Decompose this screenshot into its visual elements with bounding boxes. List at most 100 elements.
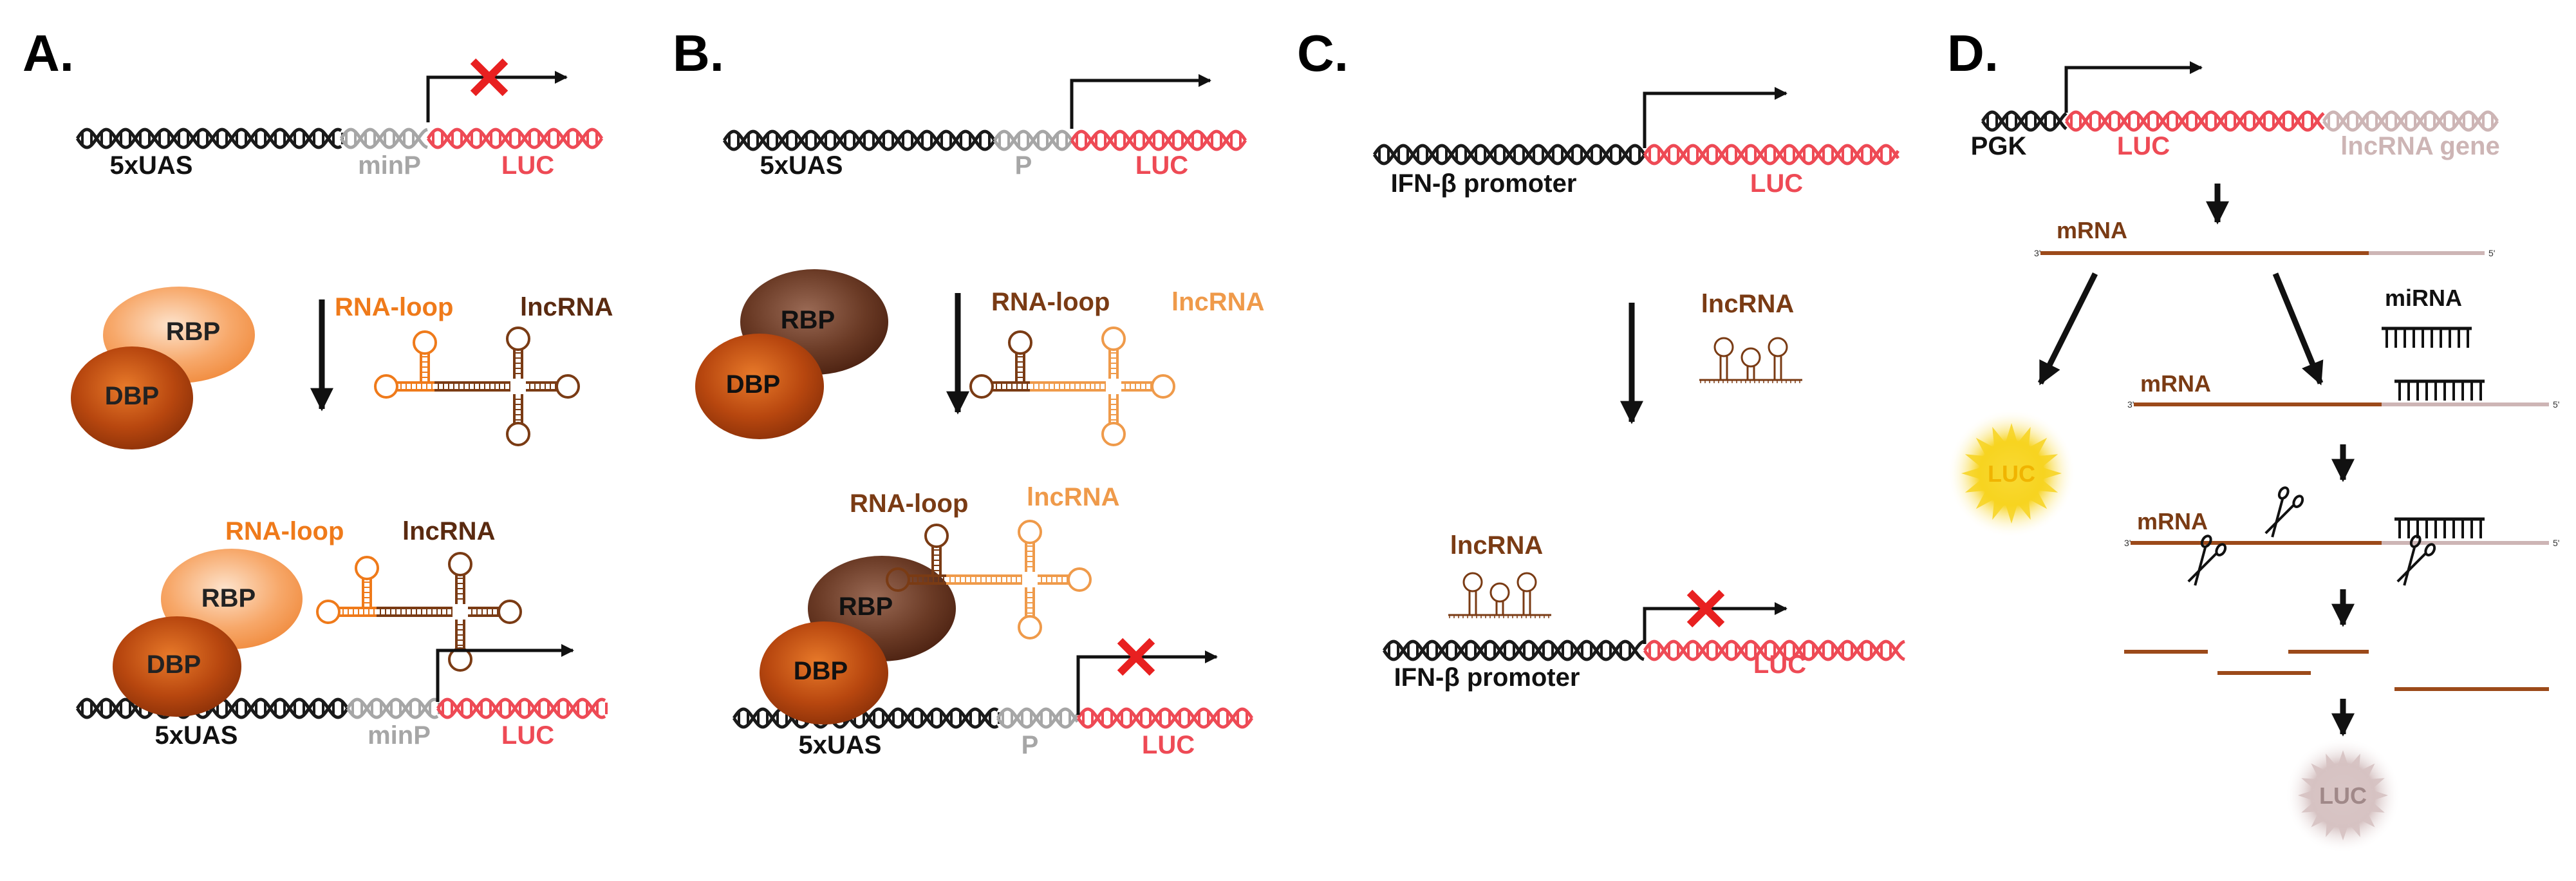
rna-loop-lncrna-icon [969, 327, 1175, 446]
transcription-arrow-icon [1076, 650, 1218, 715]
dna-5xuas [722, 129, 996, 151]
label-rna-loop: RNA-loop [335, 293, 453, 321]
label-mirna: miRNA [2385, 285, 2462, 311]
dna-luc [1643, 639, 1905, 661]
dbp-shape [113, 616, 241, 717]
dna-p [996, 707, 1079, 729]
label-pgk: PGK [1971, 132, 2027, 160]
label-lncrna: lncRNA [520, 293, 613, 321]
label-minp: minP [358, 151, 421, 180]
dna-luc [1076, 707, 1254, 729]
label-mrna: mRNA [2140, 370, 2211, 397]
label-rbp: RBP [839, 592, 893, 621]
blocked-x-icon [1686, 589, 1725, 628]
luc-glow-on-icon: LUC [1947, 409, 2076, 538]
label-5xuas: 5xUAS [110, 151, 193, 180]
label-luc: LUC [2117, 132, 2170, 160]
scissors-icon [2187, 535, 2227, 586]
end-label-3: 3' [2124, 538, 2131, 548]
dna-luc [426, 128, 604, 149]
end-label-5: 5' [2488, 248, 2495, 258]
label-lncrna: lncRNA [1701, 290, 1794, 318]
dna-luc [1070, 129, 1247, 151]
dna-luc [1643, 144, 1900, 166]
dna-ifn-promoter [1372, 144, 1647, 166]
label-dbp: DBP [726, 370, 780, 399]
scissors-icon [2396, 535, 2436, 586]
label-lncrna: lncRNA [402, 517, 495, 545]
label-mrna: mRNA [2137, 508, 2208, 535]
svg-text:LUC: LUC [2319, 782, 2367, 809]
label-rbp: RBP [166, 317, 220, 346]
label-rna-loop: RNA-loop [850, 489, 968, 518]
dna-layer [75, 110, 2499, 729]
dna-minp [339, 128, 428, 149]
mirna-bound-icon [2394, 379, 2485, 401]
lncrna-icon [1448, 572, 1551, 618]
label-5xuas: 5xUAS [155, 721, 238, 750]
end-label-5: 5' [2553, 538, 2559, 548]
label-dbp: DBP [105, 382, 159, 410]
svg-text:LUC: LUC [1988, 460, 2035, 487]
panel-b: 5xUAS P LUC RBP DBP RNA-loop lncRNA RBP … [695, 74, 1264, 759]
label-lncrna: lncRNA [1027, 483, 1119, 511]
panel-d: PGK LUC lncRNA gene mRNA 3' 5' miRNA LUC… [1947, 61, 2559, 853]
label-5xuas: 5xUAS [760, 151, 843, 180]
diagonal-arrow-icon [2272, 272, 2324, 386]
transcription-arrow-icon [2064, 61, 2203, 113]
panel-c: IFN-β promoter LUC lncRNA lncRNA IFN-β p… [1391, 87, 1806, 692]
label-luc: LUC [1135, 151, 1188, 180]
dbp-shape [71, 346, 193, 450]
dna-p [993, 129, 1074, 151]
label-luc: LUC [1753, 650, 1806, 679]
dbp-shape [760, 621, 888, 725]
label-minp: minP [368, 721, 431, 750]
dna-5xuas [732, 707, 1000, 729]
label-luc: LUC [1750, 169, 1803, 198]
dbp-shape [695, 334, 824, 439]
label-lncrna: lncRNA [1450, 531, 1543, 560]
label-luc: LUC [501, 151, 554, 180]
end-label-3: 3' [2127, 399, 2134, 410]
label-luc: LUC [501, 721, 554, 750]
dna-ifn-promoter [1382, 639, 1645, 661]
dna-luc [2064, 110, 2325, 132]
blocked-x-icon [470, 58, 509, 97]
mrna-fragments [2124, 650, 2549, 691]
end-label-5: 5' [2553, 399, 2559, 410]
label-rna-loop: RNA-loop [991, 288, 1110, 316]
label-rbp: RBP [201, 584, 256, 612]
label-dbp: DBP [147, 650, 201, 679]
transcription-arrow-icon [1643, 602, 1787, 644]
panel-c-letter: C. [1297, 24, 1349, 82]
transcription-arrow-icon [1643, 87, 1787, 148]
label-rbp: RBP [781, 306, 835, 334]
rna-loop-lncrna-icon [316, 552, 522, 672]
label-5xuas: 5xUAS [799, 731, 882, 759]
label-lncrna: lncRNA [1171, 288, 1264, 316]
panel-a-letter: A. [23, 24, 74, 82]
label-p: P [1022, 731, 1039, 759]
diagonal-arrow-icon [2037, 272, 2098, 386]
dna-5xuas [75, 128, 344, 149]
dna-luc [436, 697, 608, 719]
label-mrna: mRNA [2057, 217, 2127, 243]
label-rna-loop: RNA-loop [225, 517, 344, 545]
luc-glow-off-icon: LUC [2285, 737, 2401, 853]
label-p: P [1015, 151, 1032, 180]
transcription-arrow-icon [426, 71, 568, 122]
rna-loop-lncrna-icon [374, 327, 580, 446]
blocked-x-icon [1117, 638, 1155, 676]
panel-a: 5xUAS minP LUC RBP DBP RNA-loop lncRNA R… [71, 58, 613, 750]
label-dbp: DBP [794, 657, 848, 685]
rna-loop-lncrna-icon [886, 520, 1092, 639]
lncrna-icon [1699, 337, 1802, 383]
panel-d-letter: D. [1947, 24, 1999, 82]
transcription-arrow-icon [436, 644, 574, 702]
mirna-icon [2382, 327, 2472, 348]
label-luc: LUC [1142, 731, 1195, 759]
label-lncrna-gene: lncRNA gene [2340, 132, 2499, 160]
label-ifn-promoter: IFN-β promoter [1391, 169, 1577, 198]
dna-minp [346, 697, 440, 719]
